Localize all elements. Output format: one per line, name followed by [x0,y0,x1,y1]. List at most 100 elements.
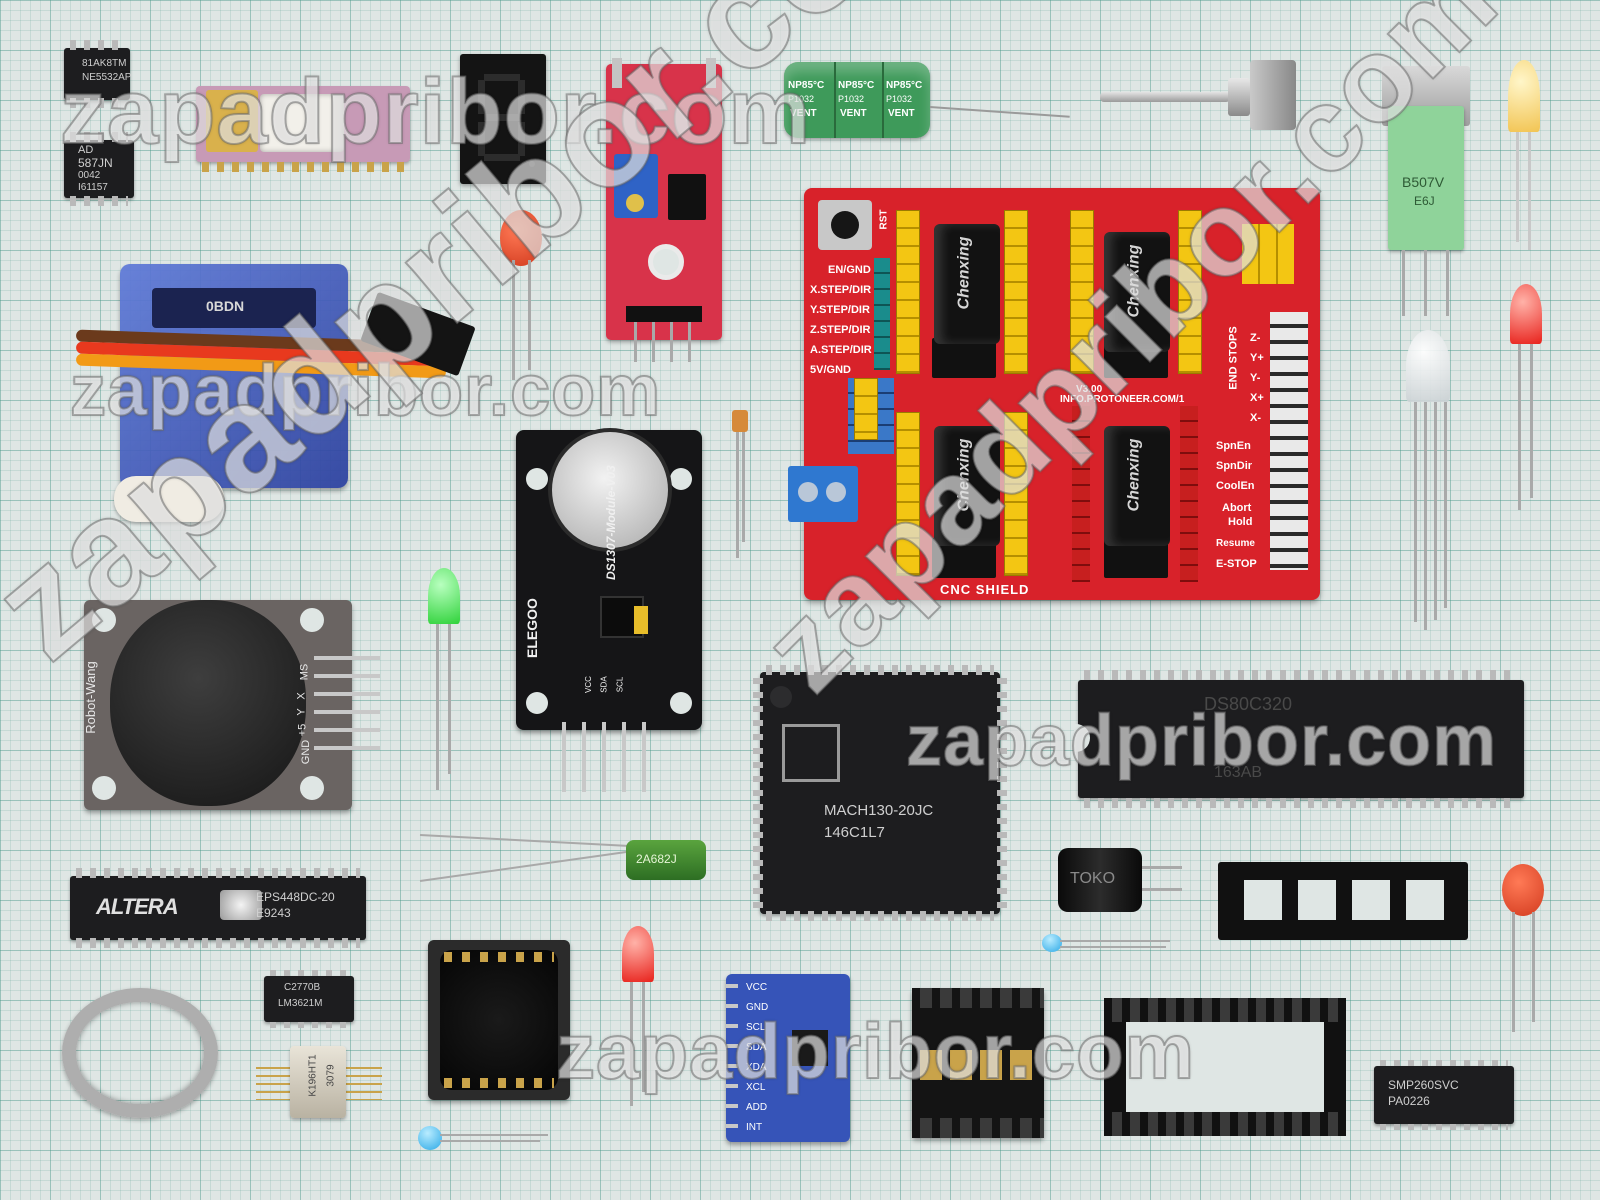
bipolar-cap-code-3: P1032 [886,94,913,104]
bipolar-cap-code-1: P1032 [788,94,815,104]
mach130-chip: MACH130-20JC 146C1L7 [753,665,1007,921]
cnc-capacitor-3: Chenxing [934,426,1000,546]
led-rgb-clear [1400,330,1460,630]
ds80c320-label: DS80C320 [1204,694,1293,714]
segment-digit-icon [478,74,535,167]
ne5532-chip: 81AK8TM NE5532AP [64,40,132,108]
bipolar-cap-vent-2: VENT [840,108,867,119]
endstop-label-4: X- [1250,412,1261,424]
ds80c320-code: 163AB [1214,764,1263,781]
rtc-brand: ELEGOO [523,598,540,658]
imu-pin-5: XCL [746,1082,766,1093]
altera-chip: ALTERA EPS448DC-20 E9243 [70,868,366,948]
imu-pin-1: GND [746,1002,769,1013]
ne5532-label: NE5532AP [82,72,132,83]
cnc-left-label-4: A.STEP/DIR [810,344,872,356]
sensor-module-red [606,58,722,362]
potentiometer-blue [614,154,658,218]
lm3621-top: C2770B [284,982,321,993]
altera-part: EPS448DC-20 [256,890,335,904]
imu-pin-7: INT [746,1122,763,1133]
endstop-label-0: Z- [1250,332,1261,344]
control-label-3: Abort [1222,502,1252,514]
altera-logo: ALTERA [96,894,179,919]
resistor-array-module [912,988,1044,1138]
endstop-label-3: X+ [1250,392,1264,404]
joystick-cap [110,600,306,806]
cnc-left-label-5: 5V/GND [810,364,851,376]
tantalum-capacitor [730,410,750,560]
bipolar-cap-label-1: NP85°C [788,80,825,91]
servo-label: 0BDN [206,298,245,314]
ne5532-top-label: 81AK8TM [82,58,127,69]
imu-pin-4: XDA [746,1062,767,1073]
ad587-line2: 587JN [78,156,113,170]
reset-button [818,200,872,250]
smp260-code: PA0226 [1388,1094,1430,1108]
ceramic-capacitor-red [498,210,548,380]
film-capacitor-green: 2A682J [419,820,706,900]
endstop-label-1: Y+ [1250,352,1264,364]
joystick-pin-5v: +5 [296,723,309,737]
rotary-potentiometer [1100,56,1300,132]
imu-pin-2: SCL [746,1022,766,1033]
ad587-line4: I61157 [78,182,108,193]
cnc-version: V3.00 [1076,384,1103,395]
cnc-cap-brand-4: Chenxing [1125,438,1143,512]
ic-socket-wide [1104,998,1346,1136]
joystick-brand: Robot-Wang [82,661,98,734]
mach130-label: MACH130-20JC [824,802,934,819]
smp260-label: SMP260SVC [1388,1078,1459,1092]
potted-module [428,940,570,1100]
lm3621-chip: C2770B LM3621M [264,970,354,1028]
joystick-pin-ms: MS [298,663,311,681]
control-label-2: CoolEn [1216,480,1255,492]
cnc-shield-title: CNC SHIELD [940,582,1030,597]
led-green [424,568,464,790]
ad587-line3: 0042 [78,170,101,181]
rtc-pin-vcc: VCC [583,676,593,693]
smp260-chip: SMP260SVC PA0226 [1374,1060,1514,1130]
b507-transistor: B507V E6J [1382,66,1472,316]
mach130-code: 146C1L7 [824,824,885,841]
film-cap-label: 2A682J [636,852,677,866]
bipolar-cap-label-3: NP85°C [886,80,923,91]
rtc-pin-scl: SCL [615,676,625,693]
joystick-pin-y: Y [295,708,308,716]
rtc-model: DS1307-Module-V03 [604,465,618,580]
rst-label: RST [878,209,890,230]
cnc-cap-brand-2: Chenxing [1125,244,1143,318]
lm3621-label: LM3621M [278,998,323,1009]
imu-pin-6: ADD [746,1102,768,1113]
cnc-shield-board: RST EN/GND X.STEP/DIR Y.STEP/DIR Z.STEP/… [788,188,1320,600]
ad587-line1: AD [78,144,94,156]
led-red-bottom [618,926,658,1106]
control-label-4: Hold [1228,516,1253,528]
cnc-capacitor-2: Chenxing [1104,232,1170,352]
cnc-left-label-0: EN/GND [828,264,871,276]
imu-pin-3: SDA [746,1042,767,1053]
led-yellow [1504,60,1544,250]
flatpack-label: K196HT1 [307,1054,319,1097]
joystick-module: Robot-Wang MS X Y +5 GND [82,600,380,810]
ceramic-dip-chip [196,86,410,172]
altera-code: E9243 [256,906,291,920]
control-label-5: Resume [1216,538,1255,549]
b507-code: E6J [1414,194,1435,208]
led-blue-small [1042,932,1172,956]
ad587-chip: AD 587JN 0042 I61157 [64,132,134,206]
metal-flatpack-chip: K196HT1 3079 [256,1046,382,1118]
bipolar-cap-vent-3: VENT [888,108,915,119]
end-stops-label: END STOPS [1227,326,1240,390]
power-terminal-block [788,466,858,522]
cnc-capacitor-1: Chenxing [934,224,1000,344]
imu-pin-0: VCC [746,982,768,993]
rtc-module: ELEGOO DS1307-Module-V03 SCL SDA VCC [516,430,702,792]
imu-module: VCC GND SCL SDA XDA XCL ADD INT [726,974,850,1142]
endstop-label-2: Y- [1250,372,1261,384]
led-blue-bottom [418,1124,548,1154]
bipolar-cap-vent-1: VENT [790,108,817,119]
cnc-left-label-3: Z.STEP/DIR [810,324,871,336]
control-label-6: E-STOP [1216,558,1257,570]
cnc-site: INFO.PROTONEER.COM/1 [1060,394,1185,405]
